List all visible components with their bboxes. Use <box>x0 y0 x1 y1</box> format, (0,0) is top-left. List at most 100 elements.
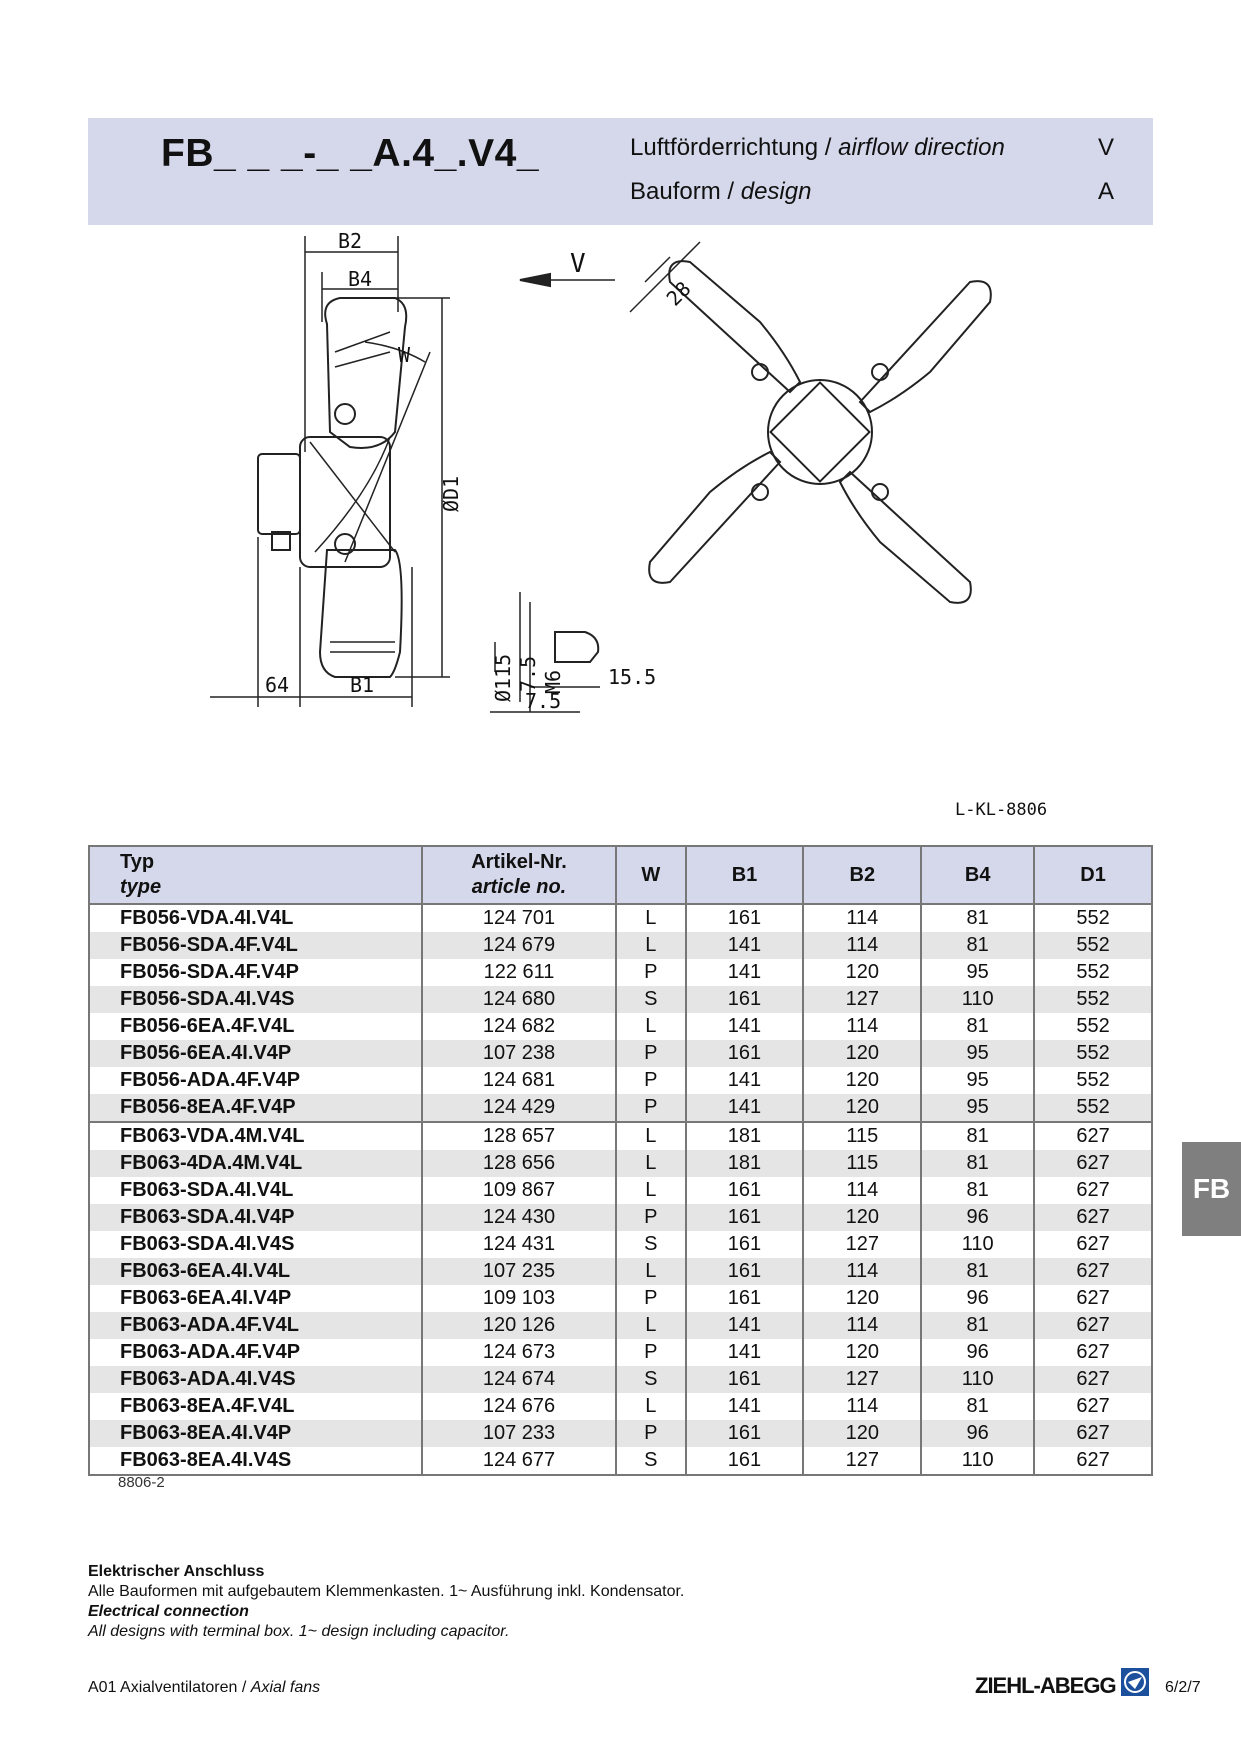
cell-b2: 114 <box>802 1177 923 1204</box>
cell-b2: 115 <box>802 1150 923 1177</box>
cell-b4: 110 <box>920 1366 1036 1393</box>
cell-b4: 96 <box>920 1204 1036 1231</box>
cell-b1: 161 <box>684 986 805 1013</box>
cell-b2: 120 <box>802 1094 923 1122</box>
cell-art: 107 238 <box>421 1040 617 1067</box>
cell-b2: 120 <box>802 959 923 986</box>
cell-b4: 81 <box>920 1150 1036 1177</box>
cell-b4: 81 <box>920 932 1036 959</box>
cell-d1: 627 <box>1033 1258 1153 1285</box>
airflow-direction-label: Luftförderrichtung / airflow direction <box>630 134 1005 161</box>
header-d1: D1 <box>1033 845 1153 905</box>
cell-b2: 120 <box>802 1204 923 1231</box>
cell-b4: 96 <box>920 1339 1036 1366</box>
cell-w: P <box>615 1285 687 1312</box>
cell-art: 109 103 <box>421 1285 617 1312</box>
cell-b2: 120 <box>802 1040 923 1067</box>
notes-text-de: Alle Bauformen mit aufgebautem Klemmenka… <box>88 1583 685 1600</box>
cell-d1: 627 <box>1033 1420 1153 1447</box>
cell-art: 107 235 <box>421 1258 617 1285</box>
cell-w: S <box>615 986 687 1013</box>
cell-art: 124 681 <box>421 1067 617 1094</box>
cell-w: L <box>615 1121 687 1150</box>
cell-b2: 120 <box>802 1420 923 1447</box>
dim-28: 28 <box>662 277 696 311</box>
cell-art: 109 867 <box>421 1177 617 1204</box>
cell-b2: 114 <box>802 1312 923 1339</box>
section-tab-fb[interactable]: FB <box>1182 1142 1241 1236</box>
cell-d1: 552 <box>1033 986 1153 1013</box>
cell-d1: 627 <box>1033 1312 1153 1339</box>
cell-b4: 96 <box>920 1285 1036 1312</box>
cell-d1: 552 <box>1033 1013 1153 1040</box>
cell-b2: 127 <box>802 986 923 1013</box>
cell-w: P <box>615 1067 687 1094</box>
cell-b1: 161 <box>684 1258 805 1285</box>
cell-type: FB063-ADA.4F.V4P <box>88 1339 423 1366</box>
cell-b1: 141 <box>684 1067 805 1094</box>
cell-b2: 127 <box>802 1231 923 1258</box>
cell-type: FB063-4DA.4M.V4L <box>88 1150 423 1177</box>
cell-b2: 127 <box>802 1447 923 1476</box>
cell-d1: 627 <box>1033 1447 1153 1476</box>
cell-type: FB063-SDA.4I.V4S <box>88 1231 423 1258</box>
design-label: Bauform / design <box>630 178 812 205</box>
cell-b1: 161 <box>684 1204 805 1231</box>
cell-b1: 141 <box>684 959 805 986</box>
dim-d115: Ø115 <box>491 654 515 702</box>
cell-b1: 181 <box>684 1150 805 1177</box>
notes-text-en: All designs with terminal box. 1~ design… <box>88 1623 510 1640</box>
cell-type: FB063-6EA.4I.V4P <box>88 1285 423 1312</box>
cell-w: L <box>615 932 687 959</box>
cell-w: P <box>615 1339 687 1366</box>
cell-b4: 81 <box>920 1393 1036 1420</box>
cell-d1: 552 <box>1033 959 1153 986</box>
cell-type: FB063-8EA.4F.V4L <box>88 1393 423 1420</box>
cell-type: FB063-SDA.4I.V4P <box>88 1204 423 1231</box>
dim-64: 64 <box>265 673 289 697</box>
cell-b4: 95 <box>920 1067 1036 1094</box>
cell-art: 124 680 <box>421 986 617 1013</box>
cell-type: FB063-ADA.4I.V4S <box>88 1366 423 1393</box>
cell-b4: 81 <box>920 1258 1036 1285</box>
cell-b2: 114 <box>802 1013 923 1040</box>
dim-b2: B2 <box>338 232 362 253</box>
cell-d1: 627 <box>1033 1366 1153 1393</box>
dim-d1: ØD1 <box>439 476 463 512</box>
dim-w: W <box>398 343 411 367</box>
header-b2: B2 <box>802 845 923 905</box>
cell-d1: 627 <box>1033 1339 1153 1366</box>
cell-b1: 161 <box>684 904 805 932</box>
brand-logo-text: ZIEHL-ABEGG <box>975 1673 1117 1698</box>
cell-w: L <box>615 1393 687 1420</box>
cell-type: FB063-SDA.4I.V4L <box>88 1177 423 1204</box>
header-article: Artikel-Nr.article no. <box>421 845 617 905</box>
cell-b4: 81 <box>920 1121 1036 1150</box>
cell-b4: 96 <box>920 1420 1036 1447</box>
cell-art: 124 431 <box>421 1231 617 1258</box>
cell-b2: 120 <box>802 1285 923 1312</box>
cell-b2: 114 <box>802 1393 923 1420</box>
cell-b2: 120 <box>802 1067 923 1094</box>
cell-b2: 114 <box>802 904 923 932</box>
cell-type: FB056-SDA.4F.V4P <box>88 959 423 986</box>
cell-d1: 552 <box>1033 1094 1153 1122</box>
cell-art: 124 676 <box>421 1393 617 1420</box>
cell-w: P <box>615 1094 687 1122</box>
cell-type: FB056-SDA.4I.V4S <box>88 986 423 1013</box>
cell-type: FB063-8EA.4I.V4P <box>88 1420 423 1447</box>
cell-w: L <box>615 1013 687 1040</box>
cell-art: 124 674 <box>421 1366 617 1393</box>
dim-m6: M6 <box>541 670 565 694</box>
design-value: A <box>1098 178 1115 205</box>
cell-w: S <box>615 1447 687 1476</box>
cell-b1: 181 <box>684 1121 805 1150</box>
notes-title-de: Elektrischer Anschluss <box>88 1563 265 1580</box>
